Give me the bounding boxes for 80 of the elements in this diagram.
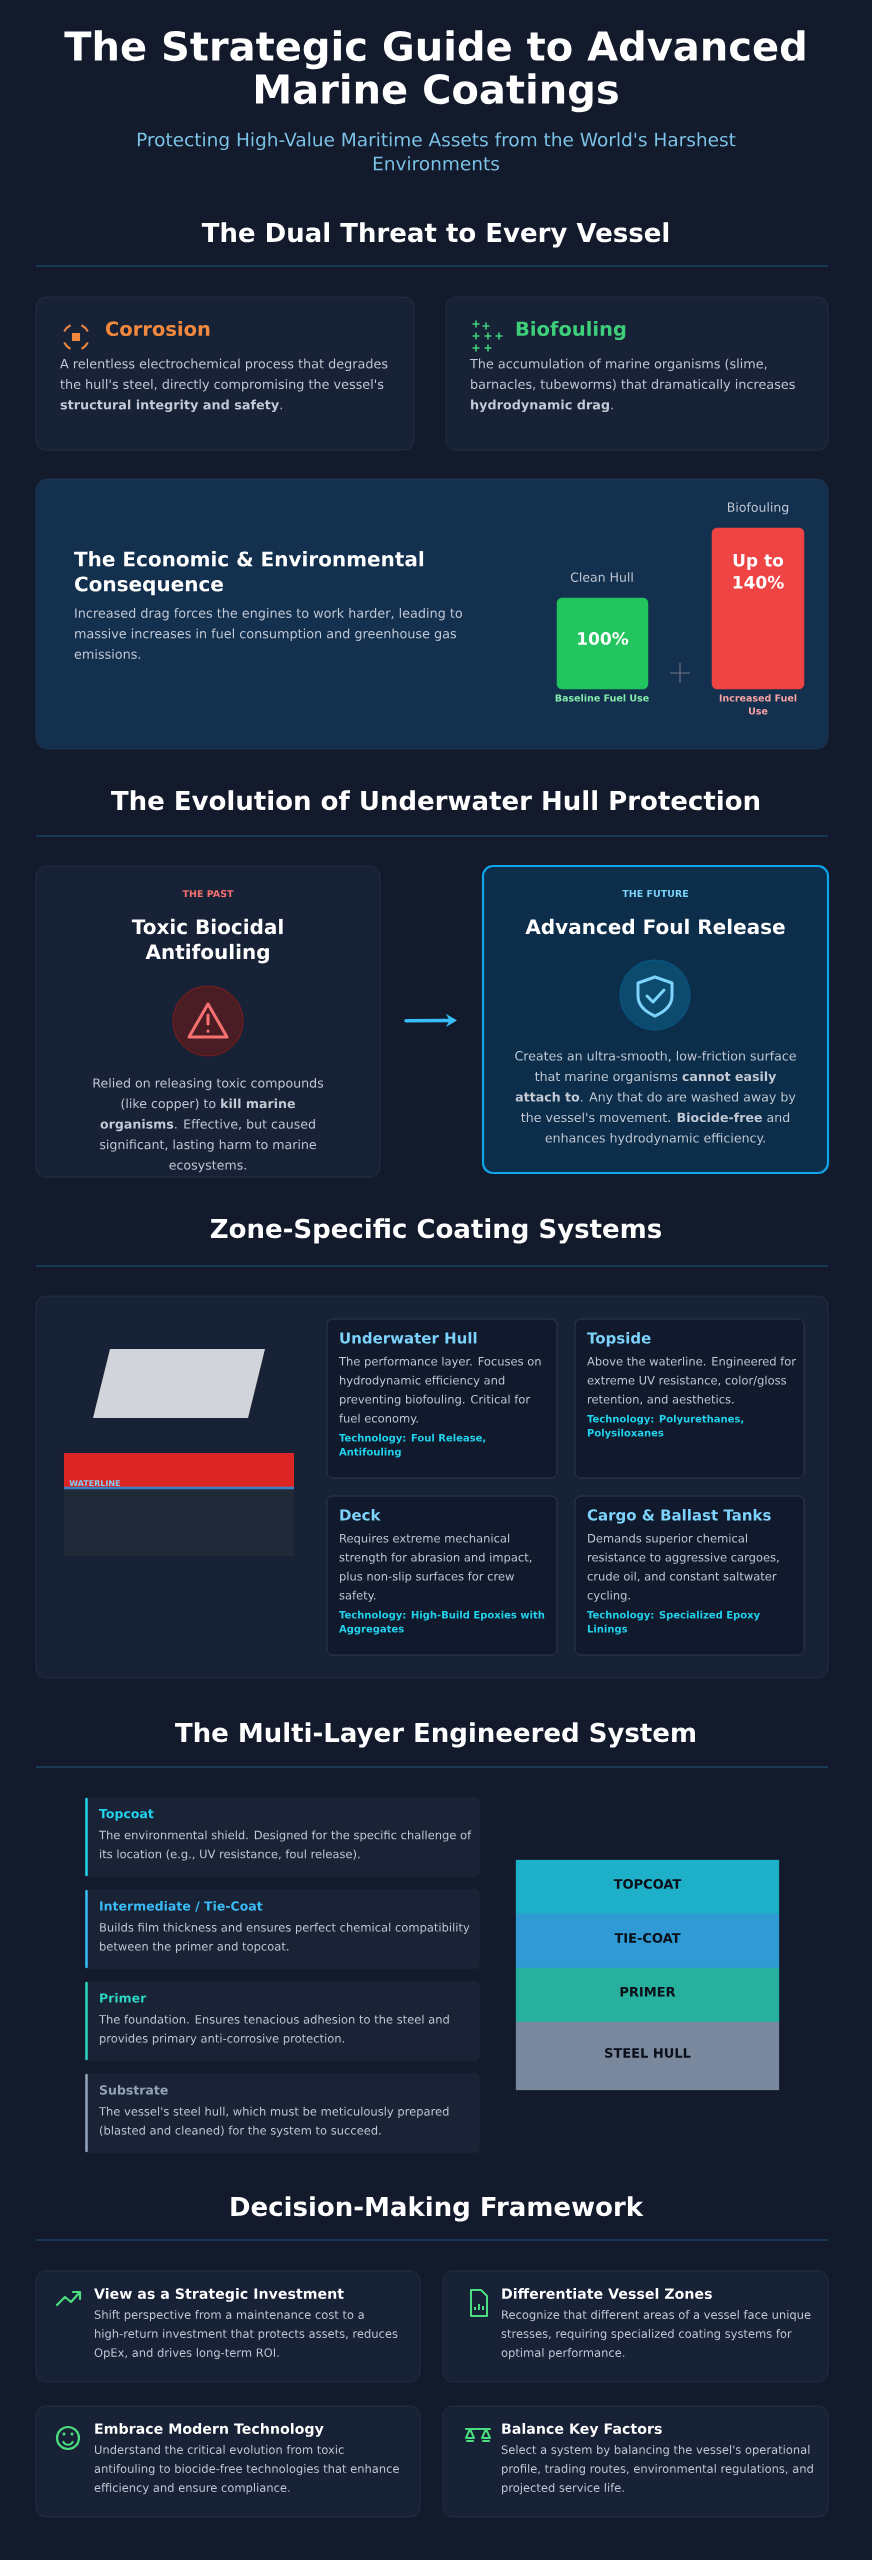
comparison-card	[481, 864, 830, 1175]
card-text: Creates an ultra-smooth, low-friction surface that marine organisms cannot easily attach to. Any that do are washed away by the vessel's movement. Biocide-free and enhances hydrodynamic efficiency.	[515, 1050, 796, 1146]
title: The Strategic Guide to Advanced Marine Coatings	[64, 30, 805, 113]
decision-card	[35, 2405, 421, 2518]
decision-card	[442, 2405, 829, 2518]
card-heading: Substrate	[99, 2085, 168, 2095]
card-text: Understand the critical evolution from toxic antifouling to biocide-free technologies that enhance efficiency and ensure compliance.	[94, 2445, 399, 2495]
waterline-label: WATERLINE	[69, 1480, 120, 1487]
technology-text: Technology: Specialized Epoxy Linings	[587, 1610, 760, 1635]
card-text: The performance layer. Focuses on hydrodynamic efficiency and preventing biofouling. Critical for fuel economy.	[338, 1356, 541, 1425]
card-text: Shift perspective from a maintenance cost to a high-return investment that protects assets, reduces OpEx, and drives long-term ROI.	[94, 2310, 398, 2360]
card-text: Recognize that different areas of a vessel face unique stresses, requiring specialized coating systems for optimal performance.	[501, 2310, 811, 2360]
zone-card	[326, 1318, 558, 1479]
card-text: The vessel's steel hull, which must be meticulously prepared (blasted and cleaned) for the system to succeed.	[98, 2106, 449, 2137]
band-label: TIE-COAT	[614, 1933, 681, 1943]
layer-card	[84, 1888, 481, 1970]
card-heading: Intermediate / Tie-Coat	[100, 1901, 263, 1912]
decision-card	[35, 2270, 421, 2383]
decision-card	[442, 2270, 829, 2383]
layer-card	[84, 1796, 481, 1878]
card-text: A relentless electrochemical process that degrades the hull's steel, directly compromising the vessel's structural integrity and safety.	[60, 358, 388, 413]
card-text: Above the waterline. Engineered for extreme UV resistance, color/gloss retention, and aesthetics.	[587, 1356, 796, 1405]
card-text: Builds film thickness and ensures perfect chemical compatibility between the primer and topcoat.	[100, 1922, 470, 1953]
card-text: Requires extreme mechanical strength for abrasion and impact, plus non-slip surfaces for crew safety.	[339, 1533, 532, 1602]
layer-band	[515, 2021, 780, 2091]
section-heading: The Evolution of Underwater Hull Protection	[111, 790, 760, 811]
card-text: Demands superior chemical resistance to aggressive cargoes, crude oil, and constant saltwater cycling.	[587, 1533, 779, 1602]
subtitle: Protecting High-Value Maritime Assets from the World's Harshest Environments	[137, 132, 736, 171]
card-heading: Cargo & Ballast Tanks	[587, 1509, 771, 1524]
band-label: STEEL HULL	[605, 2048, 691, 2058]
zone-card	[574, 1495, 805, 1656]
band-label: PRIMER	[620, 1987, 676, 1997]
card-heading: Embrace Modern Technology	[95, 2423, 324, 2437]
card-heading: Deck	[340, 1509, 381, 1521]
card-heading: Underwater Hull	[340, 1332, 477, 1344]
bar-value: Up to 140%	[733, 554, 784, 589]
bar-caption: Increased Fuel Use	[719, 694, 797, 715]
card-heading: Corrosion	[105, 321, 210, 337]
threat-card	[445, 296, 829, 451]
bar-value: 100%	[578, 632, 629, 645]
section-heading: The Multi-Layer Engineered System	[175, 1722, 695, 1748]
card-heading: Toxic Biocidal Antifouling	[131, 918, 283, 964]
card-heading: Differentiate Vessel Zones	[502, 2288, 712, 2299]
layer-card	[84, 2072, 481, 2154]
section-heading: The Dual Threat to Every Vessel	[201, 222, 669, 248]
comparison-card	[35, 865, 381, 1178]
card-text: The accumulation of marine organisms (slime, barnacles, tubeworms) that dramatically increases hydrodynamic drag.	[469, 358, 795, 413]
layer-card	[84, 1980, 481, 2062]
layer-band	[515, 1967, 780, 2023]
card-heading: Advanced Foul Release	[525, 918, 785, 935]
card-text: The foundation. Ensures tenacious adhesion to the steel and provides primary anti-corrosive protection.	[98, 2014, 449, 2045]
card-heading: Topcoat	[99, 1809, 154, 1821]
section-heading: Zone-Specific Coating Systems	[210, 1218, 661, 1244]
bar-caption: Biofouling	[728, 502, 789, 515]
tag-text: THE FUTURE	[622, 890, 688, 898]
band-label: TOPCOAT	[613, 1879, 682, 1889]
bar-caption: Clean Hull	[570, 572, 633, 582]
card-text: The environmental shield. Designed for the specific challenge of its location (e.g., UV resistance, foul release).	[98, 1830, 472, 1861]
tag-text: THE PAST	[182, 890, 234, 898]
bar	[711, 527, 805, 690]
zone-card	[574, 1318, 805, 1479]
card-heading: Balance Key Factors	[502, 2423, 662, 2437]
technology-text: Technology: Polyurethanes, Polysiloxanes	[587, 1414, 744, 1439]
card-heading: Biofouling	[516, 321, 626, 341]
layer-band	[515, 1859, 780, 1915]
layer-band	[515, 1913, 780, 1969]
card-heading: View as a Strategic Investment	[94, 2288, 344, 2302]
threat-card	[35, 296, 415, 451]
card-text: Select a system by balancing the vessel's operational profile, trading routes, environmental regulations, and projected service life.	[501, 2445, 813, 2495]
zone-card	[326, 1495, 558, 1656]
card-text: Relied on releasing toxic compounds (like copper) to kill marine organisms. Effective, but caused significant, lasting harm to marine ecosystems.	[93, 1078, 324, 1173]
technology-text: Technology: High-Build Epoxies with Aggregates	[339, 1610, 545, 1635]
bar-caption: Baseline Fuel Use	[555, 694, 649, 702]
panel-text: Increased drag forces the engines to work harder, leading to massive increases in fuel consumption and greenhouse gas emissions.	[74, 608, 462, 659]
panel-heading: The Economic & Environmental Consequence	[74, 551, 424, 596]
technology-text: Technology: Foul Release, Antifouling	[339, 1433, 486, 1458]
bar	[556, 597, 649, 690]
card-heading: Primer	[100, 1993, 147, 2003]
section-heading: Decision-Making Framework	[231, 2196, 644, 2222]
card-heading: Topside	[587, 1332, 651, 1347]
